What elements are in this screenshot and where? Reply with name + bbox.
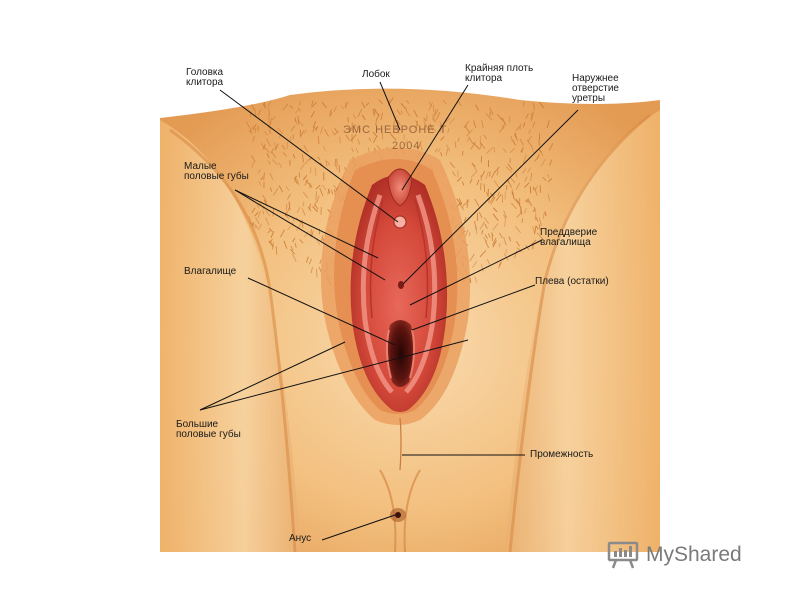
label-clitoris-glans: Головка клитора [186, 68, 223, 88]
hair-stroke [524, 102, 525, 107]
hair-stroke [481, 183, 482, 190]
hair-stroke [490, 172, 491, 177]
label-pubis: Лобок [362, 70, 390, 80]
myshared-logo: MyShared [606, 540, 776, 570]
label-anus: Анус [289, 534, 311, 544]
hair-stroke [302, 220, 303, 228]
label-clitoral-hood: Крайняя плоть клитора [465, 64, 533, 84]
label-labia-minora: Малые половые губы [184, 162, 249, 182]
watermark-line-1: ЭМС НЕВРОНЕ Т [343, 124, 447, 136]
presentation-board-icon [606, 541, 640, 569]
label-urethral-opening: Наружнее отверстие уретры [572, 74, 619, 104]
hair-stroke [340, 137, 341, 143]
hair-stroke [539, 140, 540, 146]
hair-stroke [276, 246, 277, 254]
hair-stroke [467, 199, 468, 208]
label-labia-majora: Большие половые губы [176, 420, 241, 440]
label-perineum: Промежность [530, 450, 593, 460]
anus-shape [390, 508, 406, 522]
watermark-line-2: 2004 [392, 140, 420, 152]
label-vestibule: Преддверие влагалища [540, 228, 597, 248]
hair-stroke [535, 213, 536, 220]
hair-stroke [521, 206, 522, 213]
hair-stroke [494, 147, 495, 152]
hair-stroke [286, 204, 287, 211]
label-hymen: Плева (остатки) [535, 277, 609, 287]
label-vagina: Влагалище [184, 267, 236, 277]
hair-stroke [335, 159, 336, 166]
logo-brand-text: MyShared [646, 543, 742, 567]
